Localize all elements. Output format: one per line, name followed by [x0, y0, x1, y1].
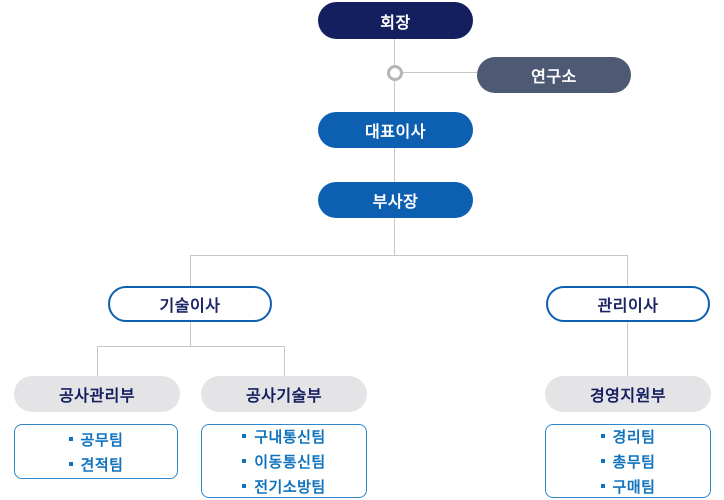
team-item: 이동통신팀 — [242, 449, 326, 474]
team-label: 구매팀 — [612, 478, 656, 496]
node-chairman-label: 회장 — [380, 14, 411, 32]
dept-label: 공사기술부 — [245, 388, 323, 405]
dept-label: 경영지원부 — [589, 388, 667, 405]
team-item: 구매팀 — [600, 474, 656, 499]
connector-drop-tech-director — [190, 255, 191, 286]
node-research-lab: 연구소 — [477, 57, 631, 93]
node-admin-director-label: 관리이사 — [597, 298, 659, 315]
team-item: 경리팀 — [600, 424, 656, 449]
team-label: 총무팀 — [612, 453, 656, 471]
connector-tech-depts-horizontal — [97, 346, 285, 347]
team-label: 전기소방팀 — [254, 478, 326, 496]
connector-tech-director-down — [190, 322, 191, 346]
team-list: 경리팀 총무팀 구매팀 — [600, 424, 656, 499]
team-box-construction-technology: 구내통신팀 이동통신팀 전기소방팀 — [201, 424, 367, 498]
node-dept-management-support: 경영지원부 — [545, 376, 711, 412]
team-label: 구내통신팀 — [254, 428, 326, 446]
junction-circle-icon — [387, 65, 403, 81]
bullet-icon — [600, 459, 605, 463]
node-vice-president: 부사장 — [318, 182, 473, 218]
connector-drop-dept-2 — [284, 346, 285, 376]
connector-drop-dept-1 — [97, 346, 98, 376]
bullet-icon — [68, 462, 73, 466]
bullet-icon — [242, 434, 247, 438]
bullet-icon — [242, 484, 247, 488]
team-item: 총무팀 — [600, 449, 656, 474]
team-list: 공무팀 견적팀 — [68, 427, 124, 477]
team-label: 경리팀 — [612, 428, 656, 446]
team-item: 구내통신팀 — [242, 424, 326, 449]
team-box-management-support: 경리팀 총무팀 구매팀 — [545, 424, 711, 498]
node-ceo-label: 대표이사 — [365, 124, 426, 141]
team-item: 전기소방팀 — [242, 474, 326, 499]
team-label: 공무팀 — [80, 431, 124, 449]
team-item: 견적팀 — [68, 452, 124, 477]
node-dept-construction-management: 공사관리부 — [14, 376, 180, 412]
team-list: 구내통신팀 이동통신팀 전기소방팀 — [242, 424, 326, 499]
team-box-construction-management: 공무팀 견적팀 — [14, 424, 178, 479]
team-label: 이동통신팀 — [254, 453, 326, 471]
node-tech-director-label: 기술이사 — [159, 298, 221, 315]
connector-drop-admin-director — [627, 255, 628, 286]
node-dept-construction-technology: 공사기술부 — [201, 376, 367, 412]
bullet-icon — [242, 459, 247, 463]
node-tech-director: 기술이사 — [108, 286, 272, 322]
bullet-icon — [600, 434, 605, 438]
bullet-icon — [68, 437, 73, 441]
team-label: 견적팀 — [80, 456, 124, 474]
node-chairman: 회장 — [318, 2, 473, 39]
node-research-lab-label: 연구소 — [531, 69, 577, 86]
team-item: 공무팀 — [68, 427, 124, 452]
connector-to-research-lab — [395, 72, 477, 73]
connector-directors-horizontal — [190, 255, 628, 256]
connector-ceo-vp — [394, 148, 395, 182]
dept-label: 공사관리부 — [58, 388, 136, 405]
connector-vp-down — [394, 218, 395, 255]
connector-admin-director-dept — [627, 322, 628, 376]
node-vice-president-label: 부사장 — [372, 194, 419, 211]
node-admin-director: 관리이사 — [546, 286, 710, 322]
node-ceo: 대표이사 — [318, 112, 473, 148]
bullet-icon — [600, 484, 605, 488]
